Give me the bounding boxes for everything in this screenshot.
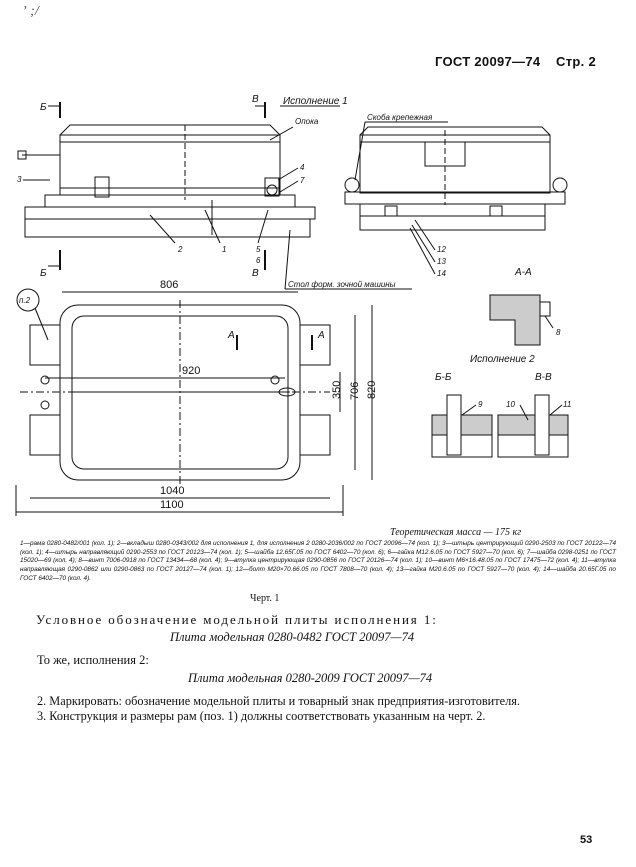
pos-3: 3 (17, 175, 22, 184)
pos-7: 7 (300, 176, 305, 185)
pos-14: 14 (437, 269, 446, 278)
dim-706: 706 (349, 382, 361, 400)
dim-1100: 1100 (160, 499, 184, 511)
plan-view: 806 920 А А п.2 350 706 820 (15, 279, 378, 516)
table-label: Стол форм. зочной машины (288, 280, 396, 289)
item-3: 3. Конструкция и размеры рам (поз. 1) до… (37, 709, 486, 723)
section-vv-label: В-В (535, 372, 552, 383)
dim-350: 350 (331, 381, 343, 399)
flask-label: Опока (295, 117, 319, 126)
pos-9: 9 (478, 400, 483, 409)
section-aa: А-А 8 (489, 267, 561, 346)
pos-5: 5 (256, 245, 261, 254)
section-bb-label: Б-Б (435, 372, 452, 383)
technical-drawing: Б В Исполнение 1 Опока 3 2 1 5 6 (15, 94, 571, 516)
pos-2: 2 (177, 245, 183, 254)
pos-13: 13 (437, 257, 446, 266)
dim-820: 820 (366, 381, 378, 399)
pos-8: 8 (556, 328, 561, 337)
cut-b-top: Б (40, 102, 47, 113)
cut-b-bottom: Б (40, 268, 47, 279)
page-label: Стр. 2 (556, 54, 596, 69)
sections-execution2: Исполнение 2 Б-Б В-В 9 10 11 (431, 354, 571, 458)
pos-note: п.2 (19, 296, 31, 305)
designation-heading: Условное обозначение модельной плиты исп… (36, 612, 438, 627)
cut-a-right: А (317, 330, 325, 341)
page-number: 53 (580, 834, 593, 846)
dim-1040: 1040 (160, 485, 184, 497)
dim-920: 920 (182, 365, 200, 377)
figure-caption: Черт. 1 (250, 593, 280, 604)
bracket-label: Скоба крепежная (367, 113, 433, 122)
pos-4: 4 (300, 163, 305, 172)
plate-designation-1: Плита модельная 0280-0482 ГОСТ 20097—74 (170, 630, 415, 644)
handwritten-mark: ʼ ;/ (22, 4, 39, 19)
pos-12: 12 (437, 245, 446, 254)
also-heading: То же, исполнения 2: (37, 653, 149, 667)
item-2: 2. Маркировать: обозначение модельной пл… (37, 694, 520, 708)
execution1-label: Исполнение 1 (283, 96, 348, 107)
pos-11: 11 (563, 400, 571, 409)
section-aa-label: А-А (514, 267, 532, 278)
cut-a-left: А (227, 330, 235, 341)
theoretical-mass: Теоретическая масса — 175 кг (390, 527, 522, 538)
elevation-view-left: Б В Исполнение 1 Опока 3 2 1 5 6 (17, 94, 412, 290)
pos-6: 6 (256, 256, 261, 265)
standard-number: ГОСТ 20097—74 (434, 54, 541, 69)
pos-10: 10 (506, 400, 515, 409)
parts-legend: 1—рама 0280-0482/001 (кол. 1); 2—вкладыш… (20, 540, 616, 582)
elevation-view-right: Скоба крепежная 12 13 14 (344, 113, 568, 278)
plate-designation-2: Плита модельная 0280-2009 ГОСТ 20097—74 (188, 671, 433, 685)
page-header: ГОСТ 20097—74 Стр. 2 (435, 54, 596, 69)
cut-v-top: В (252, 94, 259, 105)
cut-v-bottom: В (252, 268, 259, 279)
pos-1: 1 (222, 245, 226, 254)
execution2-label: Исполнение 2 (470, 354, 535, 365)
dim-806: 806 (160, 279, 178, 291)
